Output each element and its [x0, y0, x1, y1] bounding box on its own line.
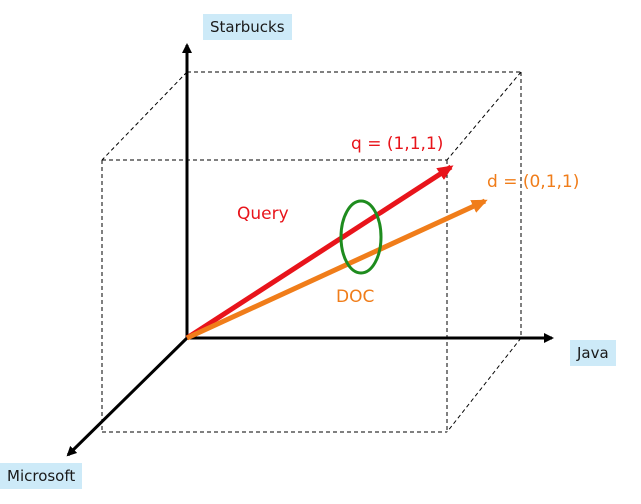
- doc-vector-name: DOC: [336, 287, 375, 307]
- microsoft-axis-label: Microsoft: [0, 463, 83, 489]
- query-vector-name: Query: [237, 204, 289, 224]
- query-vector-equation: q = (1,1,1): [351, 134, 444, 154]
- starbucks-axis-label: Starbucks: [203, 14, 292, 40]
- microsoft-axis: [66, 336, 189, 457]
- doc-vector-equation: d = (0,1,1): [487, 172, 580, 192]
- doc-vector-arrow: [185, 198, 488, 341]
- angle-marker-ellipse: [339, 199, 383, 275]
- java-axis-label: Java: [570, 340, 616, 366]
- query-vector-arrow: [185, 164, 454, 341]
- dashed-cube: [101, 71, 522, 433]
